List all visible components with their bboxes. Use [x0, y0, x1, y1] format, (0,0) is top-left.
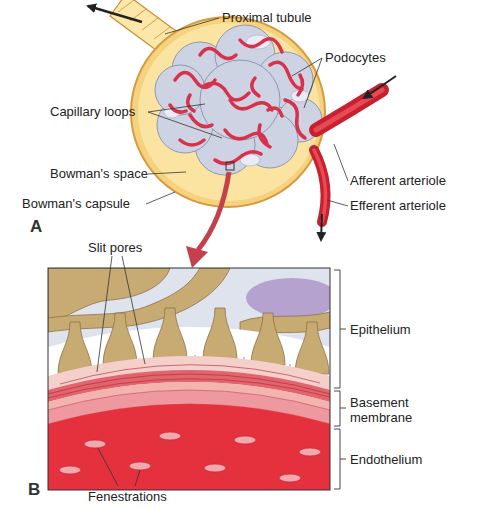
capillary-lumen [48, 404, 330, 490]
flow-arrow [364, 76, 396, 98]
layer-label: Endothelium [350, 452, 422, 467]
callout-label: Bowman's space [50, 166, 148, 181]
callout-label: Bowman's capsule [22, 196, 130, 211]
layer-label: Epithelium [350, 322, 411, 337]
panel-letter: B [28, 481, 40, 499]
podocyte-bodies [164, 35, 309, 166]
panel-b [48, 256, 346, 490]
callout-label: Afferent arteriole [350, 173, 446, 188]
efferent-arteriole [314, 150, 326, 222]
layer-label: Basement membrane [350, 395, 430, 425]
zoom-arrow [198, 172, 229, 250]
fenestrations [59, 432, 321, 482]
tubule-cells [118, 0, 170, 39]
podocyte-lobes [155, 25, 322, 175]
brackets [334, 270, 346, 489]
flow-arrow [321, 214, 322, 240]
podocyte-nucleus [246, 278, 330, 318]
zoom-box [226, 162, 234, 170]
callout-label: Slit pores [88, 240, 142, 255]
callout-label: Fenestrations [88, 489, 167, 504]
afferent-arteriole [316, 90, 382, 130]
leader-lines [97, 256, 145, 486]
callout-label: Efferent arteriole [350, 198, 446, 213]
panel-frame [48, 268, 330, 490]
panel-letter: A [30, 218, 42, 236]
leader-lines [146, 18, 348, 206]
panel-a [88, 0, 396, 268]
callout-label: Capillary loops [50, 104, 135, 119]
callout-label: Podocytes [325, 50, 386, 65]
callout-label: Proximal tubule [222, 10, 312, 25]
capillary-loops [170, 39, 305, 164]
flow-arrow [88, 6, 142, 22]
